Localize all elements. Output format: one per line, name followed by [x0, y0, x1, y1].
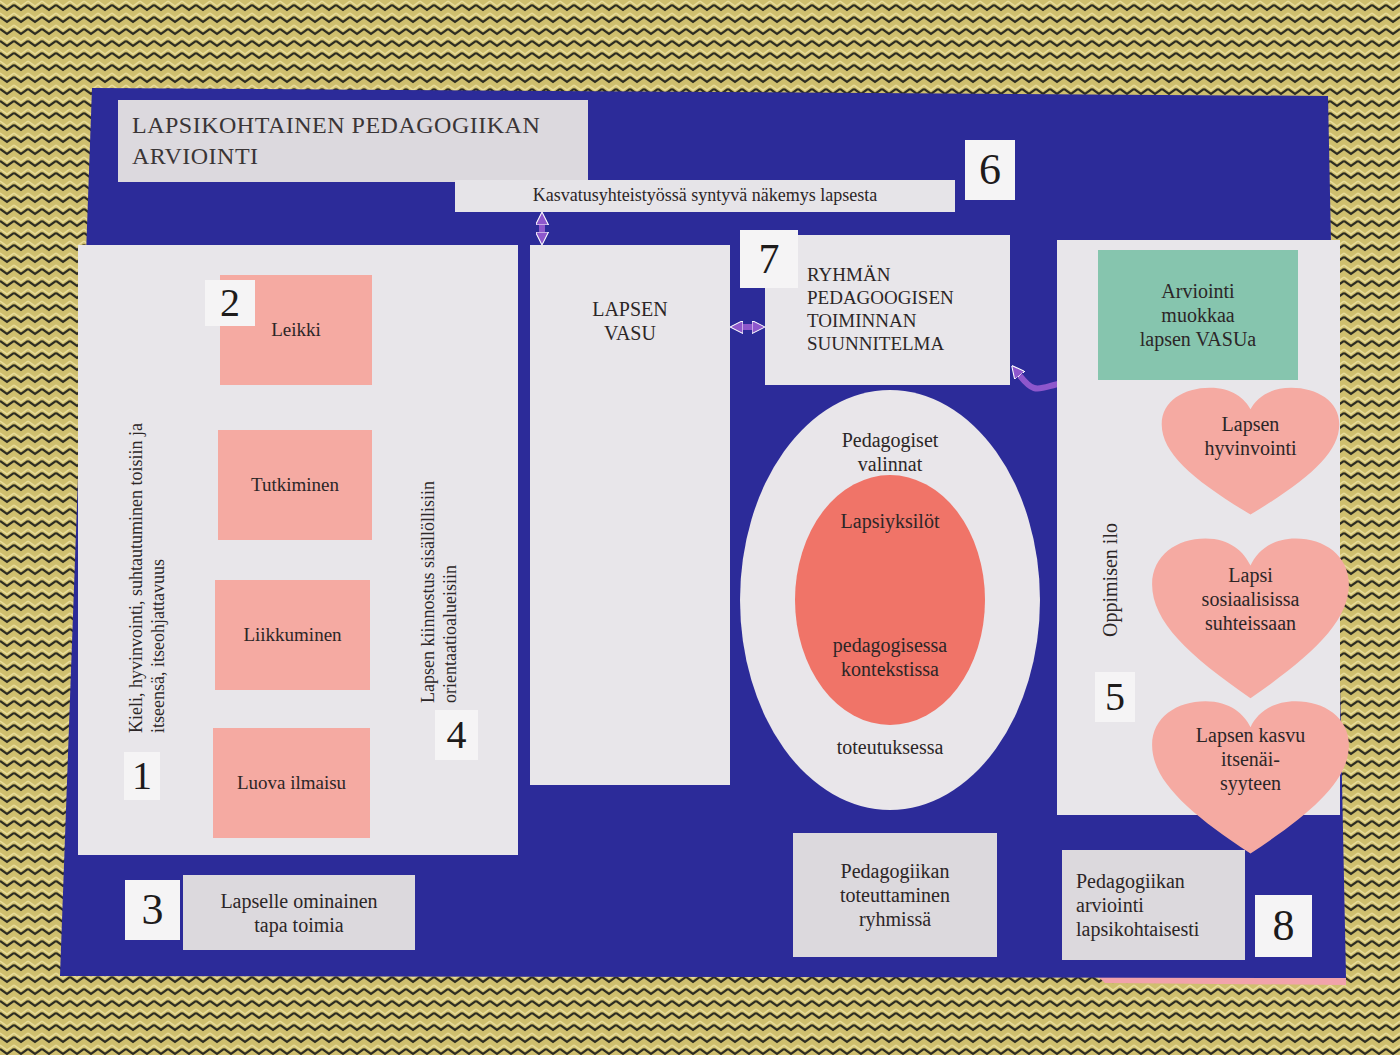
node-text: Kieli, hyvinvointi, suhtautuminen toisii…: [126, 423, 169, 733]
node-text: RYHMÄN PEDAGOOGISEN TOIMINNAN SUUNNITELM…: [807, 264, 1000, 355]
callout-number: 6: [979, 148, 1001, 192]
callout-box: 7: [740, 230, 798, 288]
text-slot: Pedagogiset valinnat: [825, 428, 955, 476]
plan-box: RYHMÄN PEDAGOOGISEN TOIMINNAN SUUNNITELM…: [765, 235, 1010, 385]
node-text: toteutuksessa: [800, 735, 980, 759]
node-text: Kasvatusyhteistyössä syntyvä näkemys lap…: [533, 185, 877, 207]
outcome-heart: Lapsi sosiaalisissa suhteissaan: [1148, 535, 1353, 705]
text-slot: toteutuksessa: [800, 735, 980, 759]
text-slot: Lapsiyksilöt: [820, 509, 960, 533]
ellipse-shape: [795, 475, 985, 725]
node-text: Luova ilmaisu: [237, 772, 346, 795]
callout-box: 5: [1095, 672, 1135, 722]
outcome-panel: Oppimisen ilo Arviointi muokkaa lapsen VA…: [1057, 240, 1340, 815]
node-text: Lapsi sosiaalisissa suhteissaan: [1191, 563, 1311, 635]
callout-box: 2: [205, 280, 255, 326]
activity-box: Liikkuminen: [215, 580, 370, 690]
flow-arrow: [539, 225, 545, 232]
callout-number: 1: [132, 756, 152, 796]
node-text: Pedagogiset valinnat: [825, 428, 955, 476]
node-text: Pedagogiikan arviointi lapsikohtaisesti: [1076, 869, 1231, 941]
callout-box: 4: [435, 710, 478, 760]
poster-board: [60, 88, 1346, 978]
node-text: Liikkuminen: [243, 624, 341, 647]
node-text: Lapsen hyvinvointi: [1191, 412, 1311, 460]
node-text: Oppimisen ilo: [1098, 500, 1122, 660]
node-text: Tutkiminen: [251, 474, 339, 497]
node-text: Lapsen kiinnostus sisällöllisiin orienta…: [418, 413, 461, 703]
node-text: Lapselle ominainen tapa toimia: [213, 889, 385, 937]
view-band: Kasvatusyhteistyössä syntyvä näkemys lap…: [455, 180, 955, 212]
activity-box: Tutkiminen: [218, 430, 372, 540]
note-box: Pedagogiikan toteuttaminen ryhmissä: [793, 833, 997, 957]
callout-box: 8: [1255, 895, 1312, 957]
callout-number: 7: [759, 238, 780, 280]
choice-ellipse: Pedagogiset valinnat toteutuksessa Lapsiyk…: [740, 390, 1040, 810]
node-text: Leikki: [271, 319, 321, 342]
vasu-box: LAPSEN VASU: [530, 245, 730, 785]
text-slot: Oppimisen ilo: [1098, 500, 1122, 660]
heart-shape: [1152, 538, 1349, 698]
text-slot: Lapsen kiinnostus sisällöllisiin orienta…: [418, 413, 461, 703]
ellipse-shape: [740, 390, 1040, 810]
callout-number: 8: [1273, 904, 1295, 948]
flow-arrow: [743, 324, 752, 330]
outcome-heart: Lapsen hyvinvointi: [1158, 385, 1343, 520]
callout-number: 4: [447, 715, 467, 755]
text-slot: Kieli, hyvinvointi, suhtautuminen toisii…: [126, 423, 169, 733]
callout-number: 3: [142, 888, 164, 932]
note-box: Pedagogiikan arviointi lapsikohtaisesti: [1062, 850, 1245, 960]
node-text: Arviointi muokkaa lapsen VASUa: [1135, 279, 1261, 351]
outcome-heart: Lapsen kasvu itsenäi- syyteen: [1148, 698, 1353, 860]
callout-box: 3: [125, 880, 180, 940]
callout-number: 2: [220, 283, 240, 323]
node-text: Lapsen kasvu itsenäi- syyteen: [1192, 723, 1310, 795]
child-circle: Lapsiyksilöt pedagogisessa kontekstissa: [795, 475, 985, 725]
heart-shape: [1152, 701, 1349, 853]
title-box: LAPSIKOHTAINEN PEDAGOGIIKAN ARVIOINTI: [118, 100, 588, 182]
activity-box: Luova ilmaisu: [213, 728, 370, 838]
node-text: Pedagogiikan toteuttaminen ryhmissä: [807, 859, 983, 931]
evaluation-box: Arviointi muokkaa lapsen VASUa: [1098, 250, 1298, 380]
callout-box: 1: [124, 752, 160, 800]
node-text: Lapsiyksilöt: [820, 509, 960, 533]
heart-shape: [1162, 388, 1340, 515]
node-text: LAPSEN VASU: [584, 297, 676, 345]
node-text: pedagogisessa kontekstissa: [810, 633, 970, 681]
text-slot: pedagogisessa kontekstissa: [810, 633, 970, 681]
title-text: LAPSIKOHTAINEN PEDAGOGIIKAN ARVIOINTI: [132, 110, 574, 172]
callout-number: 5: [1105, 677, 1125, 717]
note-box: Lapselle ominainen tapa toimia: [183, 875, 415, 950]
callout-box: 6: [965, 140, 1015, 200]
